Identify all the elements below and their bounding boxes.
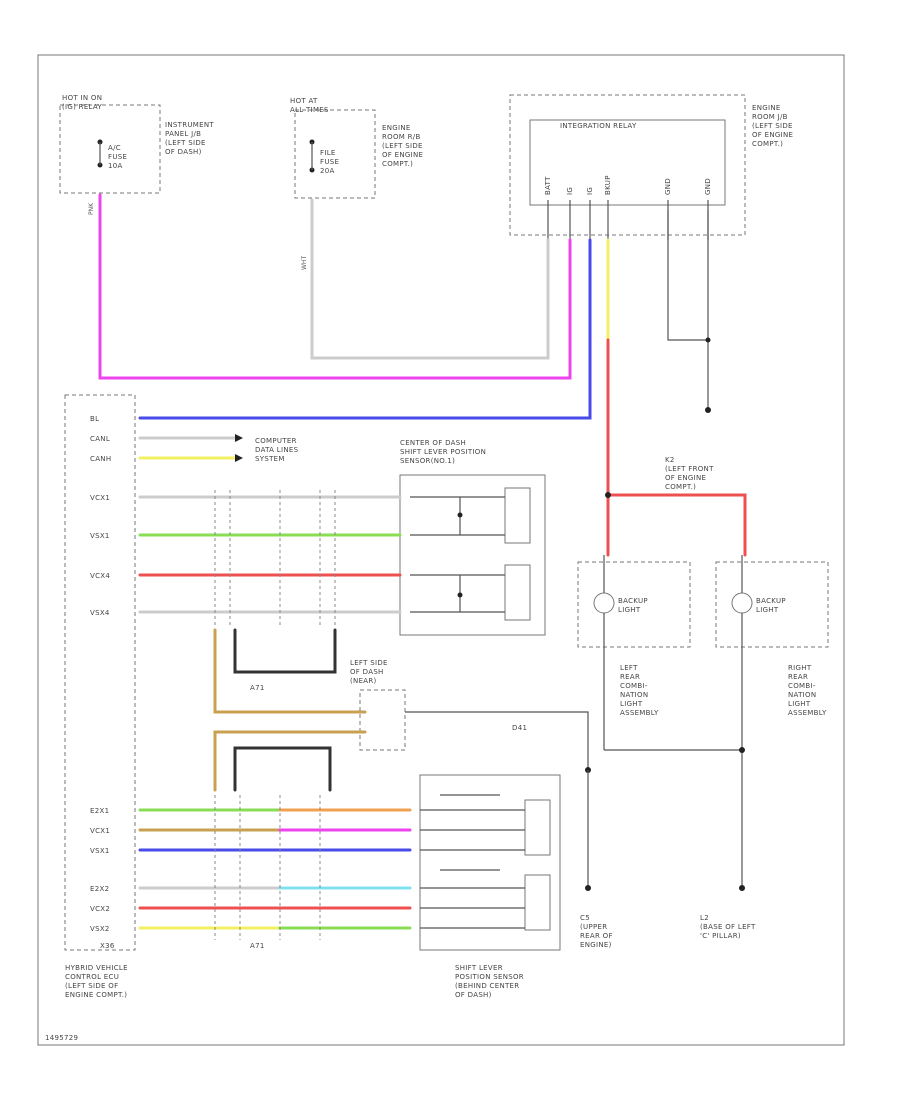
relay-pin-batt: BATT [544, 176, 552, 195]
svg-text:X36: X36 [100, 942, 115, 950]
relay-pin-bkup: BKUP [604, 175, 612, 195]
ecu-pin-vcx1: VCX1 [90, 827, 110, 835]
relay-pin-ig: IG [566, 187, 574, 195]
ecu-pin-vsx1: VSX1 [90, 847, 110, 855]
integration-relay-label: INTEGRATION RELAY [560, 122, 637, 130]
ecu-pin-canl: CANL [90, 435, 110, 443]
red-wire-right [606, 493, 747, 557]
svg-text:PNK: PNK [88, 202, 95, 215]
footer-code: 1495729 [45, 1034, 78, 1042]
ecu-pin-vsx2: VSX2 [90, 925, 110, 933]
ecu-pin-vcx2: VCX2 [90, 905, 110, 913]
svg-text:D41: D41 [512, 724, 527, 732]
blue-wire [138, 238, 592, 420]
center-dash-sensor-box [399, 474, 546, 636]
gnd-wire-1 [667, 210, 708, 341]
ecu-pin-e2x2: E2X2 [90, 885, 109, 893]
diagram-frame [37, 54, 845, 1046]
ecu-pin-vcx4: VCX4 [90, 572, 110, 580]
hv-ecu-box [64, 394, 136, 951]
svg-text:A71: A71 [250, 942, 265, 950]
ecu-pin-vsx1: VSX1 [90, 532, 110, 540]
shield-wire-2 [213, 730, 367, 792]
relay-pin-gnd: GND [664, 178, 672, 195]
ecu-pin-vcx1: VCX1 [90, 494, 110, 502]
relay-pin-gnd: GND [704, 178, 712, 195]
left-dash-connector [359, 689, 406, 751]
shield-black [233, 628, 337, 674]
ecu-pin-vsx4: VSX4 [90, 609, 110, 617]
integration-relay-box: INTEGRATION RELAY BATT IG IG BKUP GND GND ENG… [509, 94, 793, 240]
wht-blk-wire [405, 711, 589, 770]
shield-black-2 [233, 746, 332, 792]
ecu-pin-canh: CANH [90, 455, 111, 463]
ecu-pin-e2x1: E2X1 [90, 807, 109, 815]
white-wire [310, 198, 550, 360]
svg-text:WHT: WHT [301, 256, 308, 270]
relay-pin-ig: IG [586, 187, 594, 195]
pink-wire [98, 193, 572, 380]
shift-sensor2-box [419, 774, 561, 951]
hot-in-on-label: HOT IN ON(IG) RELAY [62, 94, 102, 111]
ecu-pin-bl: BL [90, 415, 99, 423]
shield-wire-1 [213, 628, 367, 714]
l2-label: L2(BASE OF LEFT'C' PILLAR) [700, 914, 756, 940]
svg-text:A71: A71 [250, 684, 265, 692]
